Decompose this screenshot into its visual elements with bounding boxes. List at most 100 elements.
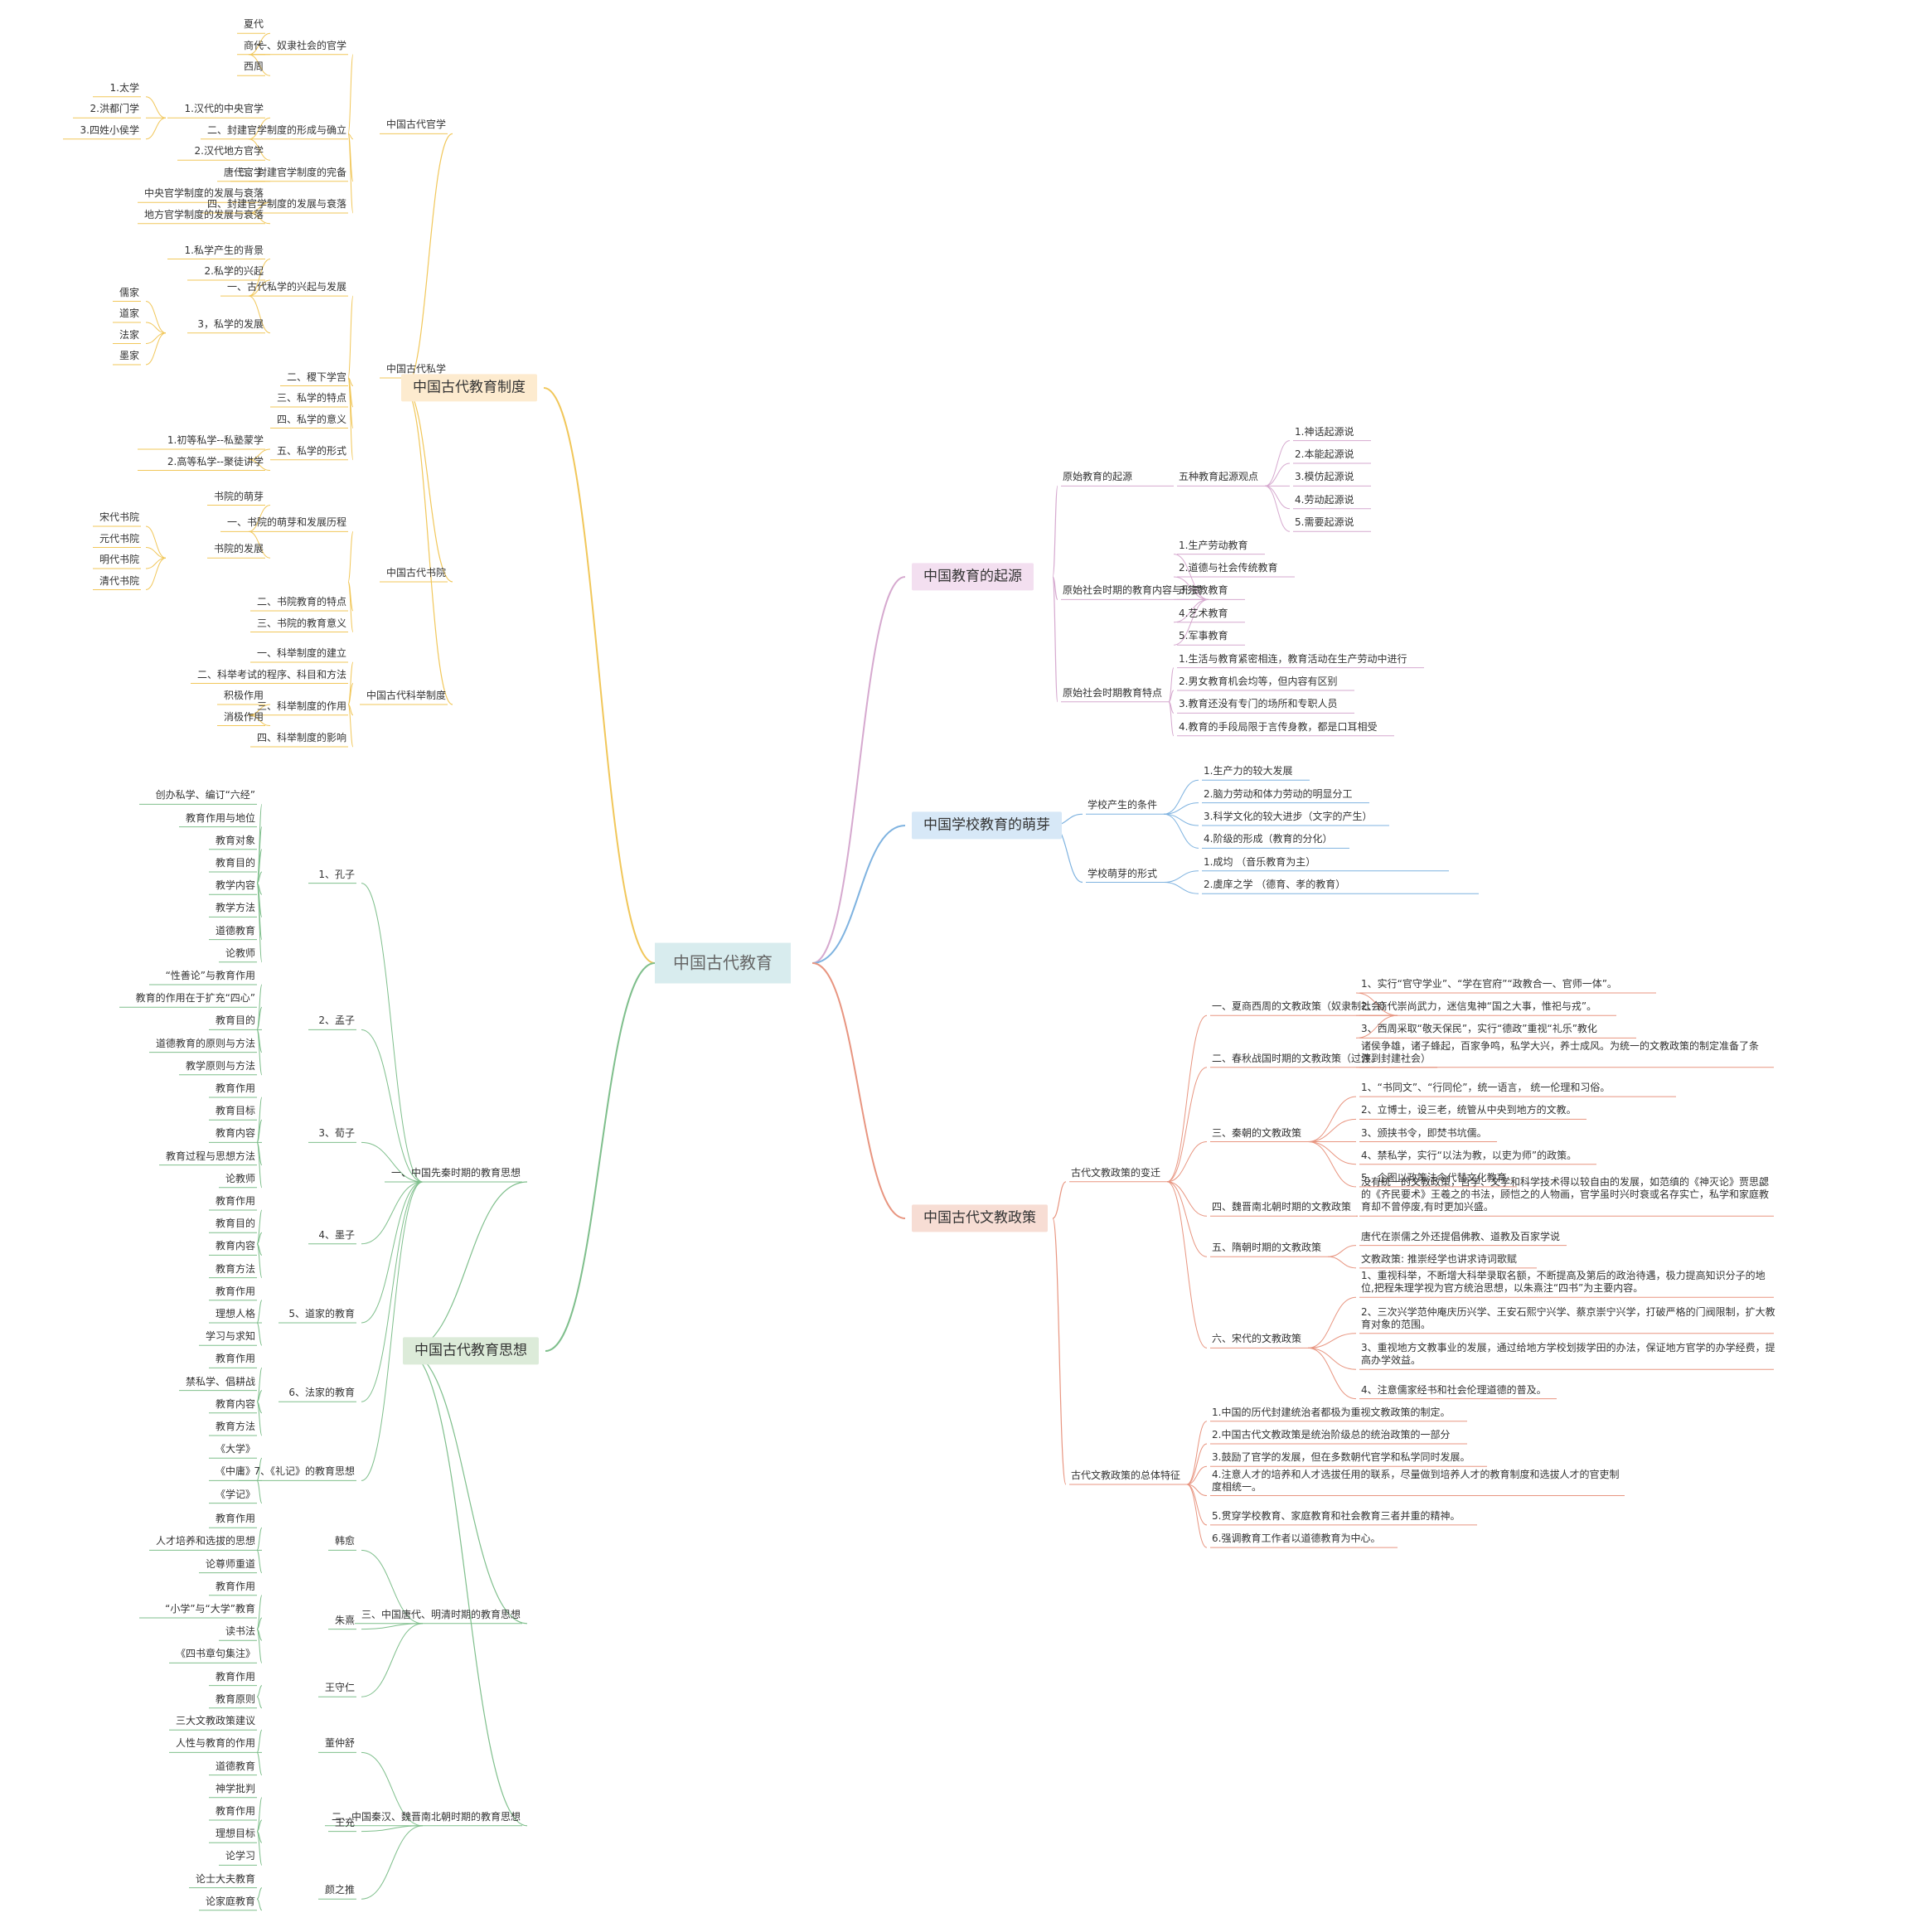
node-1-2-0-0[interactable]: 三大文教政策建议 (175, 1715, 255, 1727)
node-3-1[interactable]: 学校萌芽的形式 (1088, 867, 1158, 879)
node-1-1-1[interactable]: 朱熹 (334, 1614, 355, 1626)
node-2-1-3[interactable]: 4.艺术教育 (1179, 607, 1228, 619)
node-0-3-2-1[interactable]: 消极作用 (223, 710, 264, 723)
node-2-1-1[interactable]: 2.道德与社会传统教育 (1179, 562, 1278, 574)
node-2-0-0[interactable]: 五种教育起源观点 (1179, 471, 1259, 483)
node-4-0-3-0[interactable]: 没有统一的文教政策，哲学、文学和科学技术得以较自由的发展，如范缜的《神灭论》贾思… (1361, 1176, 1770, 1213)
node-3-0-2[interactable]: 3.科学文化的较大进步（文字的产生） (1204, 811, 1373, 822)
node-0-0-1-0-2[interactable]: 3.四姓小侯学 (80, 123, 139, 136)
node-1-0-3-0[interactable]: 教育作用 (215, 1195, 255, 1207)
node-0-2-0-1-3[interactable]: 清代书院 (99, 574, 139, 587)
branch-3[interactable]: 中国学校教育的萌芽 (912, 811, 1062, 840)
node-0-0-3-1[interactable]: 地方官学制度的发展与衰落 (143, 208, 264, 220)
node-0-1-1[interactable]: 二、稷下学宫 (286, 370, 346, 383)
node-1-1-1-2[interactable]: 读书法 (225, 1625, 255, 1638)
node-4-0-2-4[interactable]: 5、企图以政策法令代替文化教育 (1361, 1171, 1507, 1184)
node-4-0-2-1[interactable]: 2、立博士，设三老，统管从中央到地方的文教。 (1361, 1104, 1577, 1116)
node-0-3-1[interactable]: 二、科举考试的程序、科目和方法 (196, 668, 346, 680)
node-4-1-2[interactable]: 3.鼓励了官学的发展，但在多数朝代官学和私学同时发展。 (1212, 1451, 1470, 1464)
node-1-1-0-0[interactable]: 教育作用 (215, 1513, 255, 1525)
node-1-1-2-1[interactable]: 教育原则 (215, 1692, 255, 1705)
node-1-1-1-0[interactable]: 教育作用 (215, 1580, 255, 1592)
node-4-1-5[interactable]: 6.强调教育工作者以道德教育为中心。 (1212, 1533, 1381, 1545)
node-0-1-4-1[interactable]: 2.高等私学--聚徒讲学 (167, 455, 264, 467)
node-1-0-4[interactable]: 5、道家的教育 (288, 1308, 355, 1319)
node-4-0-5-0[interactable]: 1、重视科举，不断增大科举录取名额，不断提高及第后的政治待遇，极力提高知识分子的… (1361, 1270, 1766, 1295)
node-4-0-2-0[interactable]: 1、“书同文”、“行同伦”，统一语言， 统一伦理和习俗。 (1361, 1082, 1611, 1094)
node-0-3[interactable]: 中国古代科举制度 (366, 690, 446, 701)
node-1-0-5[interactable]: 6、法家的教育 (288, 1387, 355, 1399)
node-1-2-1-2[interactable]: 理想目标 (215, 1828, 255, 1840)
node-2-1-2[interactable]: 3.宗教教育 (1179, 584, 1228, 597)
node-1-0-5-3[interactable]: 教育方法 (215, 1421, 255, 1432)
node-0-2-0-1-0[interactable]: 宋代书院 (99, 511, 139, 523)
node-1-0-2-4[interactable]: 论教师 (225, 1172, 255, 1184)
node-0-3-2[interactable]: 三、科举制度的作用 (256, 700, 346, 712)
node-1-2-2-0[interactable]: 论士大夫教育 (195, 1872, 255, 1885)
node-3-0-3[interactable]: 4.阶级的形成（教育的分化） (1204, 833, 1333, 845)
node-0-0-0-1[interactable]: 商代 (243, 39, 264, 51)
node-1-0-0-5[interactable]: 教学方法 (215, 902, 255, 914)
node-1-0-6-2[interactable]: 《学记》 (215, 1488, 255, 1500)
node-0-0-1-1[interactable]: 2.汉代地方官学 (194, 145, 264, 157)
node-2-2-0[interactable]: 1.生活与教育紧密相连，教育活动在生产劳动中进行 (1179, 652, 1407, 665)
node-0-3-0[interactable]: 一、科举制度的建立 (256, 647, 346, 659)
node-1-0-2[interactable]: 3、荀子 (318, 1127, 355, 1140)
node-4-0-5-3[interactable]: 4、注意儒家经书和社会伦理道德的普及。 (1361, 1383, 1547, 1396)
node-4-0-0[interactable]: 一、夏商西周的文教政策（奴隶制社会） (1212, 1000, 1392, 1013)
node-4-0-5-2[interactable]: 3、重视地方文教事业的发展，通过给地方学校划拨学田的办法，保证地方官学的办学经费… (1361, 1342, 1775, 1367)
node-4-0-3[interactable]: 四、魏晋南北朝时期的文教政策 (1212, 1201, 1352, 1213)
node-1-0-1-4[interactable]: 教学原则与方法 (185, 1059, 255, 1072)
node-0-3-3[interactable]: 四、科举制度的影响 (256, 732, 346, 743)
node-4-0-2-3[interactable]: 4、禁私学，实行“以法为教，以吏为师”的政策。 (1361, 1149, 1577, 1161)
node-1-0-6-1[interactable]: 《中庸》 (215, 1465, 255, 1478)
node-1-0-2-2[interactable]: 教育内容 (215, 1127, 255, 1140)
node-4-0[interactable]: 古代文教政策的变迁 (1071, 1166, 1161, 1179)
node-4-0-1-0[interactable]: 诸侯争雄，诸子蜂起，百家争鸣，私学大兴，养士成风。为统一的文教政策的制定准备了条… (1361, 1039, 1760, 1064)
node-0-1-2[interactable]: 三、私学的特点 (276, 392, 346, 404)
node-3-0-1[interactable]: 2.脑力劳动和体力劳动的明显分工 (1204, 787, 1353, 800)
node-4-1-1[interactable]: 2.中国古代文教政策是统治阶级总的统治政策的一部分 (1212, 1429, 1451, 1441)
node-1-0-0[interactable]: 1、孔子 (318, 868, 355, 880)
node-4-0-4-1[interactable]: 文教政策: 推崇经学也讲求诗词歌赋 (1361, 1252, 1517, 1265)
node-0-0-1-0[interactable]: 1.汉代的中央官学 (184, 103, 264, 115)
branch-2[interactable]: 中国教育的起源 (912, 563, 1034, 591)
node-0-1-0-0[interactable]: 1.私学产生的背景 (184, 244, 264, 256)
node-0-1[interactable]: 中国古代私学 (385, 362, 446, 375)
node-1-1-0[interactable]: 韩愈 (334, 1535, 355, 1547)
node-1-2-1[interactable]: 王充 (334, 1816, 355, 1828)
node-0-0-1-0-0[interactable]: 1.太学 (109, 81, 139, 94)
node-4-0-0-0[interactable]: 1、实行“官守学业”、“学在官府”“政教合一、官师一体”。 (1361, 978, 1617, 990)
node-2-0[interactable]: 原始教育的起源 (1063, 471, 1133, 483)
node-0-2-0[interactable]: 一、书院的萌芽和发展历程 (226, 516, 346, 529)
node-1-0-1[interactable]: 2、孟子 (318, 1014, 355, 1027)
node-2-1-0[interactable]: 1.生产劳动教育 (1179, 539, 1248, 551)
node-1-0-0-7[interactable]: 论教师 (225, 947, 255, 959)
node-1-0-3[interactable]: 4、墨子 (318, 1228, 355, 1241)
node-1-0-1-3[interactable]: 道德教育的原则与方法 (155, 1037, 255, 1049)
branch-4[interactable]: 中国古代文教政策 (912, 1204, 1048, 1232)
node-1-0-3-3[interactable]: 教育方法 (215, 1262, 255, 1275)
node-1-0-3-2[interactable]: 教育内容 (215, 1240, 255, 1252)
node-1-0-2-0[interactable]: 教育作用 (215, 1082, 255, 1094)
node-4-1-3[interactable]: 4.注意人才的培养和人才选拔任用的联系，尽量做到培养人才的教育制度和选拔人才的官… (1212, 1468, 1620, 1493)
node-0-0-0[interactable]: 一、奴隶社会的官学 (256, 39, 346, 51)
node-1-2-1-0[interactable]: 神学批判 (215, 1782, 255, 1794)
node-1-0-3-1[interactable]: 教育目的 (215, 1218, 255, 1230)
node-1-0-0-2[interactable]: 教育对象 (215, 834, 255, 846)
node-4-0-0-2[interactable]: 3、西周采取“敬天保民”，实行“德政”重视“礼乐”教化 (1361, 1023, 1597, 1035)
node-2-0-0-1[interactable]: 2.本能起源说 (1295, 448, 1354, 460)
node-2-0-0-0[interactable]: 1.神话起源说 (1295, 425, 1354, 438)
node-1-0-0-6[interactable]: 道德教育 (215, 924, 255, 937)
node-1-0-5-2[interactable]: 教育内容 (215, 1397, 255, 1410)
node-0-0-0-0[interactable]: 夏代 (243, 18, 264, 31)
node-1-2-2[interactable]: 颜之推 (324, 1884, 355, 1896)
node-0-0-2[interactable]: 三、封建官学制度的完备 (236, 166, 346, 178)
node-0-0[interactable]: 中国古代官学 (385, 119, 446, 131)
node-0-1-0[interactable]: 一、古代私学的兴起与发展 (226, 281, 346, 293)
node-1-0-2-1[interactable]: 教育目标 (215, 1105, 255, 1117)
node-1-0-6[interactable]: 7、《礼记》的教育思想 (254, 1465, 355, 1478)
node-4-1[interactable]: 古代文教政策的总体特征 (1071, 1469, 1181, 1481)
node-1-0-2-3[interactable]: 教育过程与思想方法 (165, 1150, 255, 1162)
node-0-1-4[interactable]: 五、私学的形式 (276, 444, 346, 457)
